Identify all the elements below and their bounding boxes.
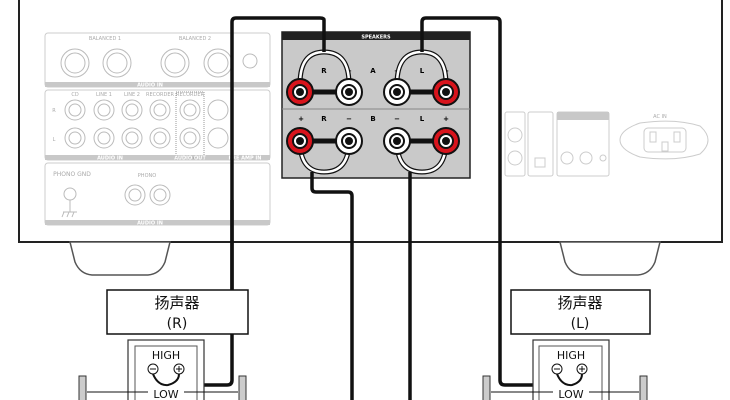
terminal-a-r-positive	[286, 78, 314, 106]
speaker-l-name: 扬声器	[557, 294, 602, 312]
left-label: L	[420, 67, 425, 75]
audio-in-label: AUDIO IN	[97, 156, 123, 162]
terminal-a-l-negative	[383, 78, 411, 106]
phono-gnd-label: PHONO GND	[53, 171, 91, 178]
audio-in-label: AUDIO IN	[137, 83, 163, 89]
right-foot	[559, 241, 661, 276]
speaker-r-name: 扬声器	[154, 294, 199, 312]
speaker-r-channel: (R)	[167, 316, 188, 332]
line-1-label: LINE 1	[96, 92, 112, 98]
right-connectors	[504, 111, 709, 177]
pre-amp-in-label: PRE AMP IN	[229, 156, 262, 162]
speaker-l-low-label: LOW	[558, 388, 583, 400]
balanced-2-label: BALANCED 2	[179, 36, 211, 42]
left-label: L	[420, 115, 425, 123]
plus-marker: +	[443, 115, 449, 123]
row-a-label: A	[370, 67, 376, 75]
speaker-l-label-box	[510, 289, 651, 335]
right-label: R	[321, 115, 327, 123]
recorder-out-label: RECORDER	[176, 92, 205, 98]
rca-inputs: CD LINE 1 LINE 2 RECORDER RECORDER AUDIO…	[44, 89, 271, 162]
line-2-label: LINE 2	[124, 92, 140, 98]
speaker-l-high-label: HIGH	[557, 349, 585, 362]
terminal-b-l-negative	[383, 127, 411, 155]
speaker-l-channel: (L)	[571, 316, 590, 332]
speaker-r-high-label: HIGH	[152, 349, 180, 362]
ac-in-label: AC IN	[653, 114, 667, 120]
plus-marker: +	[298, 115, 304, 123]
terminal-b-l-positive	[432, 127, 460, 155]
bracket	[639, 375, 648, 400]
balanced-1-label: BALANCED 1	[89, 36, 121, 42]
gnd-terminal	[63, 187, 77, 201]
speaker-l: 扬声器 (L) HIGH LOW	[482, 289, 651, 400]
speakers-title: SPEAKERS	[361, 35, 391, 41]
minus-marker: −	[394, 115, 400, 123]
phono-label: PHONO	[138, 173, 156, 179]
terminal-a-l-positive	[432, 78, 460, 106]
recorder-in-label: RECORDER	[146, 92, 175, 98]
channel-l-label: L	[53, 137, 56, 143]
minus-marker: −	[346, 115, 352, 123]
left-foot	[69, 241, 171, 276]
bracket	[482, 375, 491, 400]
bracket	[78, 375, 87, 400]
cable-r-low	[310, 172, 354, 400]
terminal-b-r-negative	[335, 127, 363, 155]
speakers-terminal-panel: SPEAKERS + R − A − L + + R − B − L +	[281, 31, 471, 179]
right-label: R	[321, 67, 327, 75]
terminal-b-r-positive	[286, 127, 314, 155]
cable-l-high	[420, 16, 560, 387]
speaker-r-low-label: LOW	[153, 388, 178, 400]
cable-r-high	[165, 200, 234, 387]
audio-in-label: AUDIO IN	[137, 221, 163, 227]
phono-inputs: AUDIO IN PHONO GND PHONO	[44, 162, 271, 227]
balanced-inputs: AUDIO IN BALANCED 1 BALANCED 2	[44, 32, 271, 89]
terminal-a-r-negative	[335, 78, 363, 106]
speaker-r-label-box	[106, 289, 249, 335]
cd-label: CD	[71, 92, 78, 98]
bracket	[238, 375, 247, 400]
speaker-r: 扬声器 (R) HIGH LOW	[78, 289, 249, 400]
channel-r-label: R	[52, 108, 56, 114]
audio-out-label: AUDIO OUT	[174, 156, 206, 162]
row-b-label: B	[370, 115, 375, 123]
